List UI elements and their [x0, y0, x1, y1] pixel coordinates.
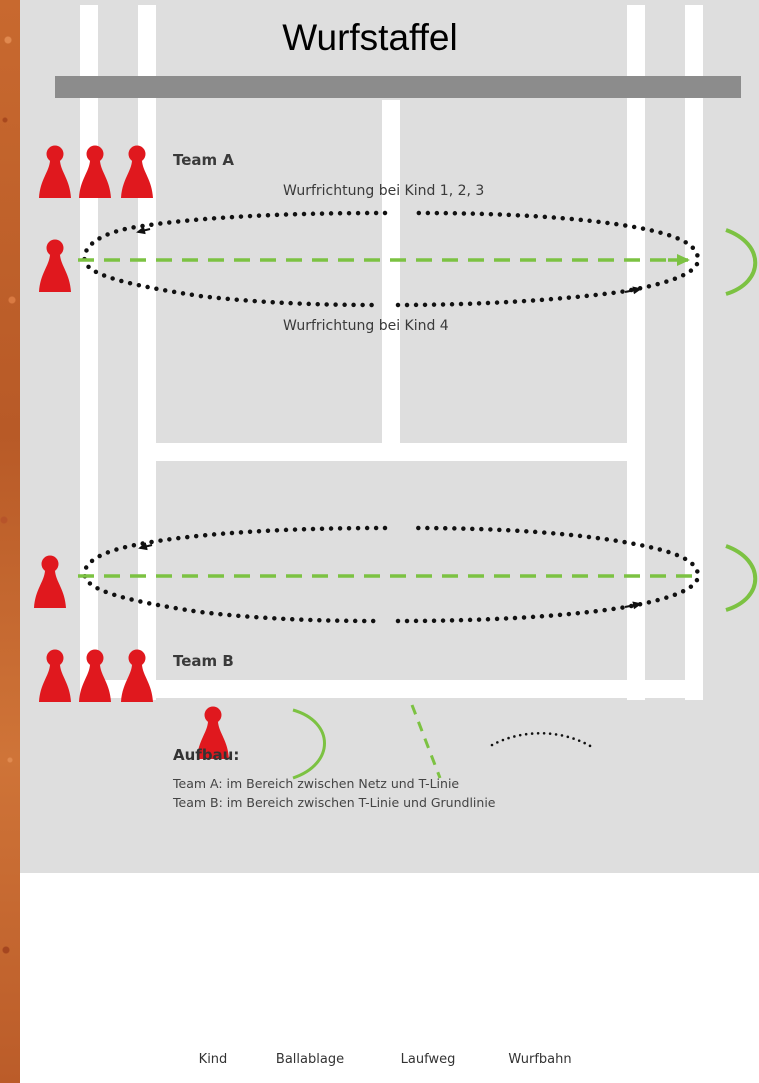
net — [55, 76, 741, 98]
team-a-label: Team A — [173, 151, 234, 169]
court-line-right-outer — [685, 5, 703, 700]
throw-direction-bottom-label: Wurfrichtung bei Kind 4 — [283, 318, 449, 334]
legend-ball-tray-icon — [292, 708, 326, 780]
court-lines — [80, 5, 703, 700]
court-line-baseline — [80, 680, 703, 698]
arrowhead-top-right — [624, 286, 642, 295]
wurfbahn-top-arc-right — [395, 210, 701, 308]
player-figure-icon — [39, 649, 71, 702]
legend-dotted-arc-icon — [490, 732, 594, 749]
legend-dashed-path-icon — [410, 704, 442, 779]
aufbau-heading: Aufbau: — [173, 746, 240, 764]
wurfbahn-bottom-arc-right — [395, 525, 701, 624]
player-figure-icon — [34, 555, 66, 608]
court-line-t-line — [156, 443, 627, 461]
wurfbahn-top — [82, 210, 701, 308]
arrowhead-bottom-left — [138, 542, 153, 551]
legend-ballablage-label: Ballablage — [275, 1052, 345, 1067]
ball-tray-icon — [725, 544, 758, 612]
player-figure-icon — [39, 239, 71, 292]
throw-direction-top-label: Wurfrichtung bei Kind 1, 2, 3 — [283, 183, 485, 199]
legend-area — [20, 873, 759, 1083]
legend-laufweg-label: Laufweg — [400, 1052, 456, 1067]
court-line-left-outer — [80, 5, 98, 700]
arrowhead-top-left — [136, 226, 151, 235]
court-line-left-sideline — [138, 5, 156, 700]
team-b-label: Team B — [173, 652, 234, 670]
arrowhead-bottom-right — [624, 601, 642, 610]
wurfbahn-top-arc-left — [82, 210, 388, 308]
aufbau-line-team-b: Team B: im Bereich zwischen T-Linie und … — [173, 795, 496, 810]
legend-kind-label: Kind — [198, 1052, 228, 1067]
aufbau-line-team-a: Team A: im Bereich zwischen Netz und T-L… — [173, 776, 460, 791]
legend-wurfbahn-label: Wurfbahn — [508, 1052, 572, 1067]
ball-tray-icon — [725, 228, 758, 296]
court-line-center — [382, 100, 400, 443]
player-figure-icon — [39, 145, 71, 198]
court-line-right-sideline — [627, 5, 645, 700]
page-title: Wurfstaffel — [282, 17, 458, 58]
